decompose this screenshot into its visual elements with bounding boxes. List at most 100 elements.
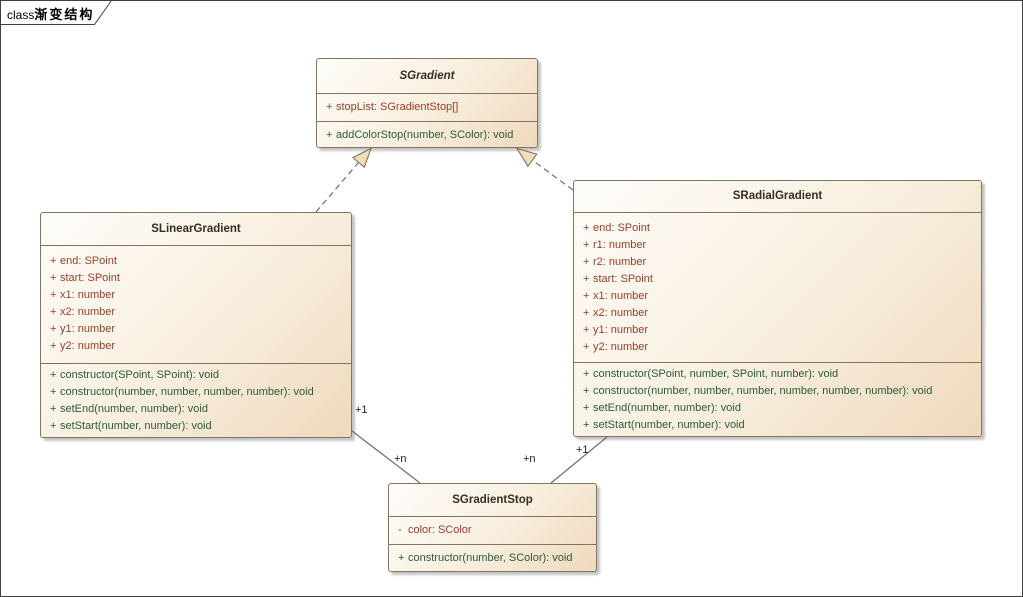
diagram-tab: class渐变结构 xyxy=(7,4,94,23)
multiplicity-label: +n xyxy=(523,453,536,465)
method-row: +setStart(number, number): void xyxy=(574,417,981,434)
visibility: + xyxy=(583,239,590,251)
class-title: SLinearGradient xyxy=(151,223,241,235)
visibility: + xyxy=(50,306,57,318)
visibility: + xyxy=(583,419,590,431)
attribute-row: +y1: number xyxy=(41,321,351,338)
method-text: setStart(number, number): void xyxy=(60,420,212,432)
methods-section: +constructor(SPoint, number, SPoint, num… xyxy=(574,362,981,438)
attributes-section: -color: SColor xyxy=(389,516,596,544)
method-row: +constructor(number, number, number, num… xyxy=(574,383,981,400)
attribute-text: y2: number xyxy=(60,340,116,352)
visibility: + xyxy=(50,403,57,415)
class-sradialgradient[interactable]: SRadialGradient +end: SPoint +r1: number… xyxy=(573,180,982,437)
method-row: +constructor(number, SColor): void xyxy=(389,550,596,567)
method-text: setEnd(number, number): void xyxy=(593,402,741,414)
method-row: +setStart(number, number): void xyxy=(41,418,351,435)
visibility: + xyxy=(50,420,57,432)
method-text: constructor(number, SColor): void xyxy=(408,552,573,564)
attribute-row: +end: SPoint xyxy=(574,220,981,237)
visibility: + xyxy=(583,402,590,414)
visibility: + xyxy=(50,323,57,335)
attributes-section: +end: SPoint +start: SPoint +x1: number … xyxy=(41,245,351,363)
visibility: + xyxy=(583,368,590,380)
methods-section: +constructor(SPoint, SPoint): void +cons… xyxy=(41,363,351,439)
method-row: +setEnd(number, number): void xyxy=(574,400,981,417)
method-text: constructor(SPoint, SPoint): void xyxy=(60,369,219,381)
visibility: + xyxy=(583,385,590,397)
attribute-row: +x2: number xyxy=(574,305,981,322)
class-sgradient[interactable]: SGradient +stopList: SGradientStop[] +ad… xyxy=(316,58,538,148)
visibility: + xyxy=(50,272,57,284)
attribute-text: y2: number xyxy=(593,341,649,353)
method-text: constructor(number, number, number, numb… xyxy=(60,386,314,398)
visibility: + xyxy=(583,324,590,336)
attribute-text: r1: number xyxy=(593,239,647,251)
attribute-text: color: SColor xyxy=(408,524,472,536)
attribute-row: +end: SPoint xyxy=(41,253,351,270)
method-text: addColorStop(number, SColor): void xyxy=(336,129,514,141)
method-row: +constructor(SPoint, SPoint): void xyxy=(41,367,351,384)
visibility: + xyxy=(50,289,57,301)
method-row: +addColorStop(number, SColor): void xyxy=(317,127,537,144)
visibility: + xyxy=(326,129,333,141)
visibility: + xyxy=(326,101,333,113)
attribute-row: +y2: number xyxy=(41,338,351,355)
attribute-row: -color: SColor xyxy=(389,522,596,539)
visibility: + xyxy=(50,386,57,398)
tab-keyword: class xyxy=(7,8,35,22)
multiplicity-label: +1 xyxy=(355,404,368,416)
attribute-row: +x1: number xyxy=(41,287,351,304)
visibility: + xyxy=(583,222,590,234)
attribute-row: +r2: number xyxy=(574,254,981,271)
attribute-text: x2: number xyxy=(593,307,649,319)
visibility: + xyxy=(50,369,57,381)
attribute-text: end: SPoint xyxy=(60,255,117,267)
class-slineargradient[interactable]: SLinearGradient +end: SPoint +start: SPo… xyxy=(40,212,352,438)
attribute-text: start: SPoint xyxy=(60,272,120,284)
attribute-text: y1: number xyxy=(60,323,116,335)
attribute-row: +x2: number xyxy=(41,304,351,321)
attribute-text: x2: number xyxy=(60,306,116,318)
visibility: + xyxy=(583,341,590,353)
method-text: setEnd(number, number): void xyxy=(60,403,208,415)
attribute-text: y1: number xyxy=(593,324,649,336)
attribute-row: +r1: number xyxy=(574,237,981,254)
method-text: constructor(SPoint, number, SPoint, numb… xyxy=(593,368,839,380)
tab-title: 渐变结构 xyxy=(34,7,95,22)
attribute-text: x1: number xyxy=(60,289,116,301)
multiplicity-label: +1 xyxy=(576,444,589,456)
attribute-text: start: SPoint xyxy=(593,273,653,285)
method-row: +constructor(number, number, number, num… xyxy=(41,384,351,401)
attributes-section: +end: SPoint +r1: number +r2: number +st… xyxy=(574,212,981,362)
multiplicity-label: +n xyxy=(394,453,407,465)
attribute-row: +start: SPoint xyxy=(574,271,981,288)
attribute-row: +x1: number xyxy=(574,288,981,305)
attributes-section: +stopList: SGradientStop[] xyxy=(317,93,537,121)
attribute-row: +y1: number xyxy=(574,322,981,339)
attribute-row: +start: SPoint xyxy=(41,270,351,287)
visibility: + xyxy=(398,552,405,564)
class-title: SRadialGradient xyxy=(732,190,823,202)
method-row: +constructor(SPoint, number, SPoint, num… xyxy=(574,366,981,383)
methods-section: +constructor(number, SColor): void xyxy=(389,544,596,573)
methods-section: +addColorStop(number, SColor): void xyxy=(317,121,537,149)
method-text: constructor(number, number, number, numb… xyxy=(593,385,933,397)
visibility: + xyxy=(583,307,590,319)
visibility: + xyxy=(583,256,590,268)
class-sgradientstop[interactable]: SGradientStop -color: SColor +constructo… xyxy=(388,483,597,572)
attribute-row: +y2: number xyxy=(574,339,981,356)
method-row: +setEnd(number, number): void xyxy=(41,401,351,418)
visibility: + xyxy=(50,340,57,352)
attribute-row: +stopList: SGradientStop[] xyxy=(317,99,537,116)
visibility: + xyxy=(583,273,590,285)
attribute-text: x1: number xyxy=(593,290,649,302)
class-title: SGradientStop xyxy=(452,494,533,506)
class-title: SGradient xyxy=(399,70,455,82)
attribute-text: end: SPoint xyxy=(593,222,650,234)
attribute-text: stopList: SGradientStop[] xyxy=(336,101,459,113)
method-text: setStart(number, number): void xyxy=(593,419,745,431)
attribute-text: r2: number xyxy=(593,256,647,268)
visibility: - xyxy=(398,524,402,536)
visibility: + xyxy=(583,290,590,302)
